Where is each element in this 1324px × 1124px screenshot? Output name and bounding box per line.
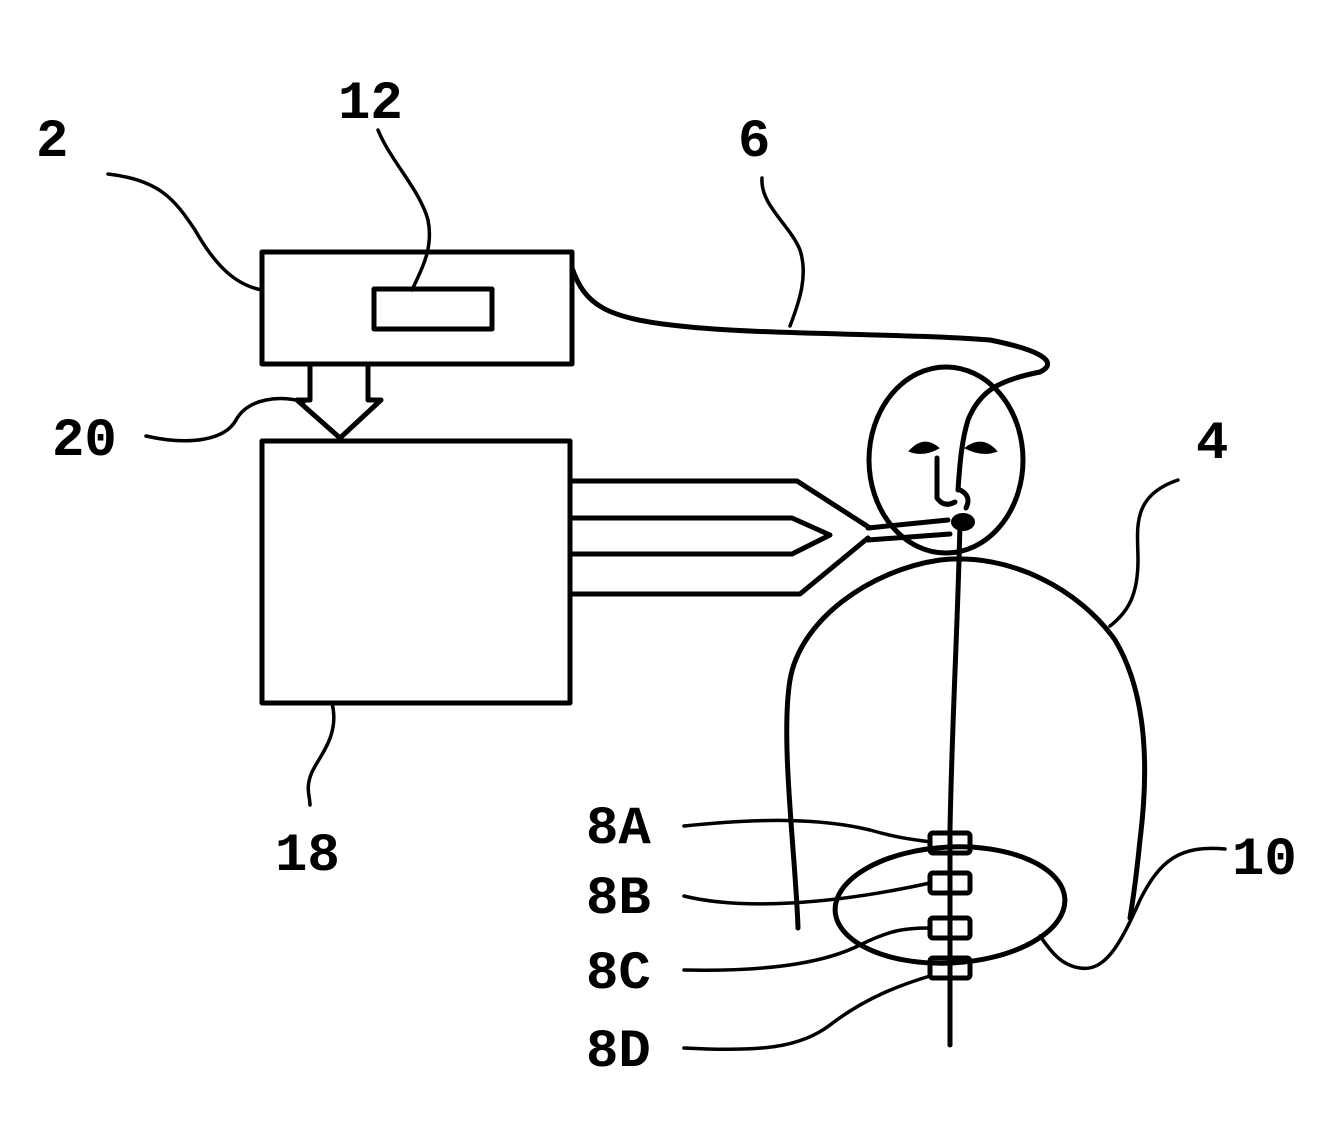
label-20: 20 <box>52 411 117 472</box>
patient-right-eye <box>966 443 996 453</box>
leader-18 <box>308 703 334 805</box>
leader-8a <box>684 820 930 842</box>
interface-unit-box <box>262 441 570 703</box>
patient-left-eye <box>910 443 938 453</box>
leader-6 <box>762 178 803 326</box>
leader-4 <box>1110 480 1178 626</box>
patient-head <box>869 367 1023 553</box>
leader-20 <box>146 399 304 441</box>
leader-2 <box>108 174 262 290</box>
label-4: 4 <box>1196 414 1228 475</box>
inner-tube <box>572 518 830 554</box>
label-2: 2 <box>36 112 68 173</box>
label-6: 6 <box>738 112 770 173</box>
down-arrow <box>297 366 381 438</box>
catheter <box>950 522 960 1045</box>
nasal-loop <box>960 490 968 508</box>
label-8a: 8A <box>586 799 651 860</box>
tube-to-mouth <box>868 520 950 540</box>
leader-12 <box>378 130 429 290</box>
label-12: 12 <box>338 74 403 135</box>
leader-8c <box>684 928 930 970</box>
label-18: 18 <box>275 826 340 887</box>
patient-mouth <box>951 513 975 531</box>
display-panel <box>374 289 492 329</box>
leader-8d <box>684 976 930 1049</box>
label-8b: 8B <box>586 869 651 930</box>
patient-nose <box>937 458 955 504</box>
leader-8b <box>684 883 930 904</box>
label-8c: 8C <box>586 944 651 1005</box>
label-10: 10 <box>1232 830 1297 891</box>
label-8d: 8D <box>586 1022 651 1083</box>
lead-wire <box>572 268 1048 490</box>
device-box <box>262 252 572 364</box>
